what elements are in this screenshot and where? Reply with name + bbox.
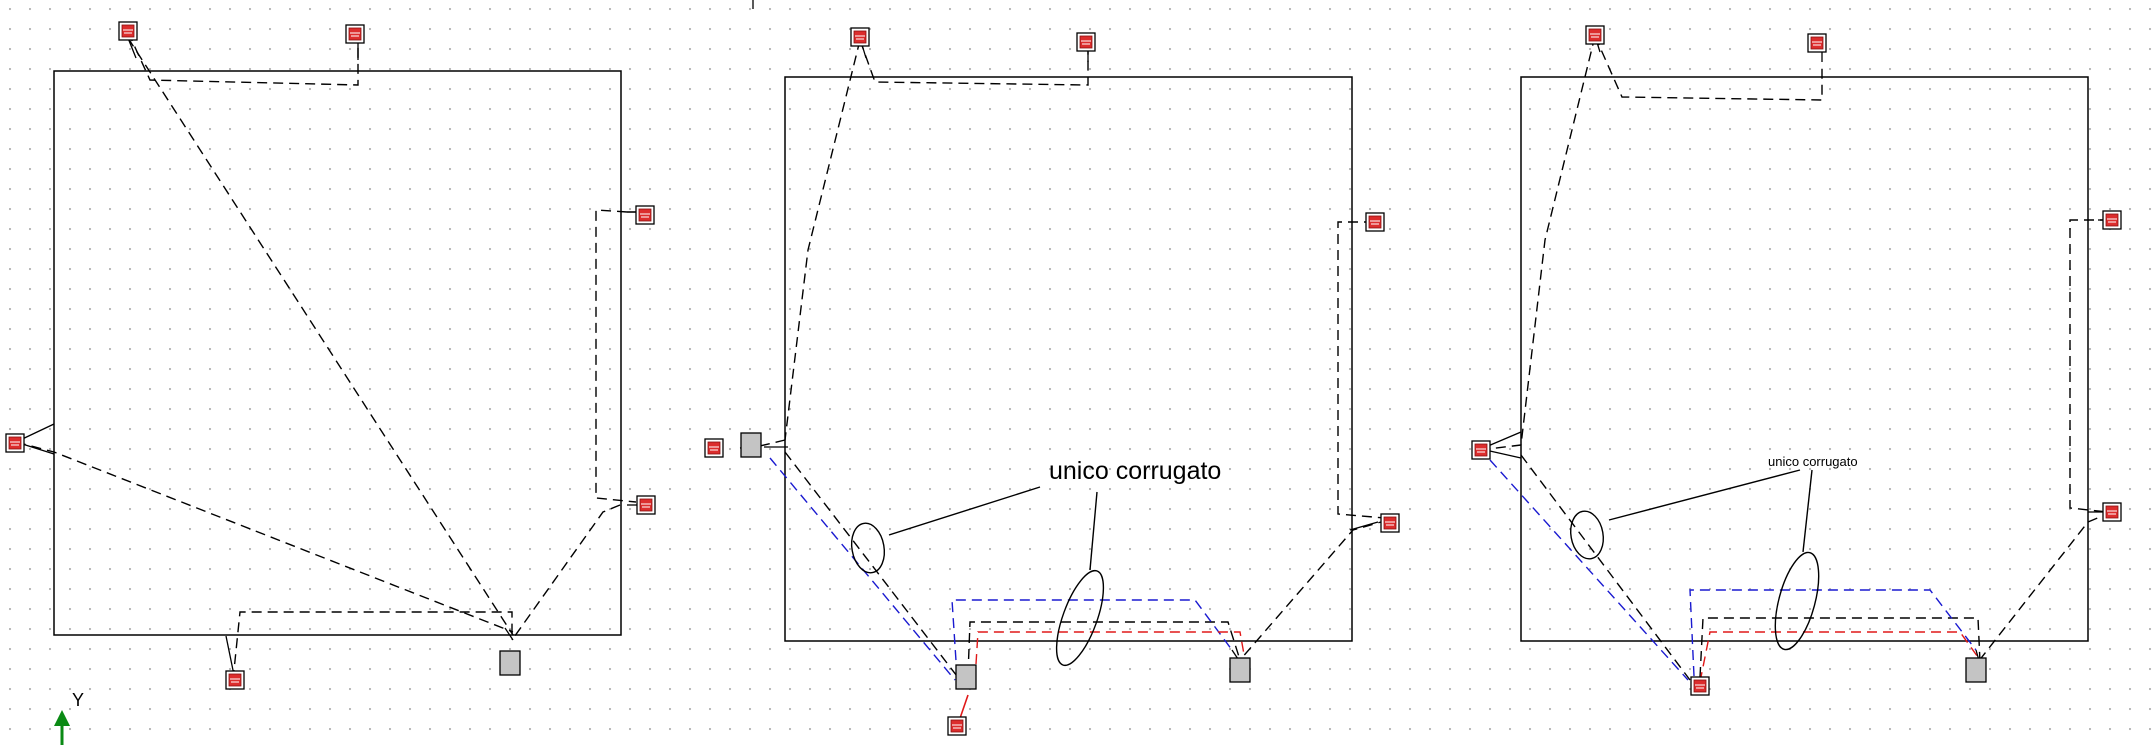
panel-1 <box>5 21 656 690</box>
junction-box-icon[interactable] <box>1965 657 1987 683</box>
room-outline[interactable] <box>784 76 1353 642</box>
dashed-cable-red[interactable] <box>974 631 1246 681</box>
power-socket-icon[interactable] <box>1807 33 1827 53</box>
power-socket-icon[interactable] <box>1585 25 1605 45</box>
panel-3: unico corrugato <box>1471 25 2122 696</box>
power-socket-icon[interactable] <box>704 438 724 458</box>
power-socket-icon[interactable] <box>118 21 138 41</box>
dashed-cable-red[interactable] <box>1699 631 1981 683</box>
panel-2: unico corrugato <box>704 27 1400 736</box>
dashed-cable-black[interactable] <box>759 39 1389 681</box>
power-socket-icon[interactable] <box>1690 676 1710 696</box>
room-outline[interactable] <box>53 70 622 636</box>
dashed-cable-blue[interactable] <box>1489 459 1977 681</box>
junction-box-icon[interactable] <box>499 650 521 676</box>
junction-box-icon[interactable] <box>1229 657 1251 683</box>
power-socket-icon[interactable] <box>635 205 655 225</box>
power-socket-icon[interactable] <box>5 433 25 453</box>
power-socket-icon[interactable] <box>1076 32 1096 52</box>
annotation-marks <box>1570 469 1820 651</box>
power-socket-icon[interactable] <box>1380 513 1400 533</box>
power-socket-icon[interactable] <box>636 495 656 515</box>
power-socket-icon[interactable] <box>947 716 967 736</box>
power-socket-icon[interactable] <box>345 24 365 44</box>
junction-box-icon[interactable] <box>740 432 762 458</box>
power-socket-icon[interactable] <box>850 27 870 47</box>
power-socket-icon[interactable] <box>2102 210 2122 230</box>
axis-label-y: Y <box>72 690 84 710</box>
power-socket-icon[interactable] <box>1365 212 1385 232</box>
junction-box-icon[interactable] <box>955 664 977 690</box>
annotation-label: unico corrugato <box>1768 454 1858 469</box>
annotation-label: unico corrugato <box>1049 457 1221 485</box>
power-socket-icon[interactable] <box>2102 502 2122 522</box>
y-axis-arrow-icon <box>54 710 70 745</box>
room-outline[interactable] <box>1520 76 2089 642</box>
annotation-marks <box>850 486 1105 667</box>
power-socket-icon[interactable] <box>225 670 245 690</box>
power-socket-icon[interactable] <box>1471 440 1491 460</box>
